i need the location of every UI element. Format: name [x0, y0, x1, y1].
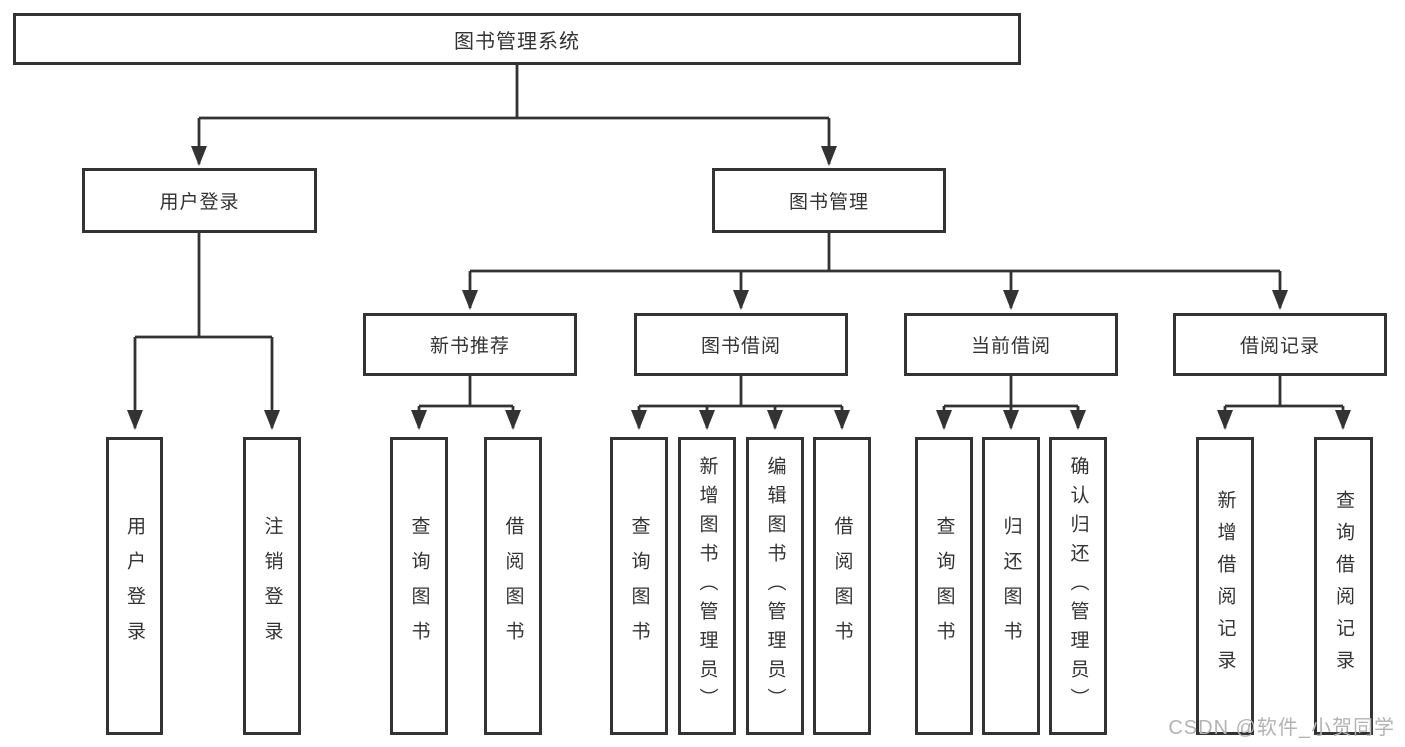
leaf-rec-query-books: 查询图书 [390, 437, 448, 735]
leaf-cb-return-books: 归还图书 [982, 437, 1040, 735]
leaf-cb-confirm-return: 确认归还（管理员） [1049, 437, 1107, 735]
leaf-cb-return-books-label: 归还图书 [1000, 516, 1022, 656]
node-borrow-records: 借阅记录 [1173, 313, 1387, 376]
leaf-cb-confirm-return-label: 确认归还（管理员） [1067, 455, 1089, 717]
leaf-logout: 注销登录 [243, 437, 301, 735]
leaf-user-login-label: 用户登录 [124, 516, 145, 656]
leaf-br-query-record: 查询借阅记录 [1314, 437, 1373, 735]
node-user-login: 用户登录 [82, 168, 317, 233]
node-root: 图书管理系统 [13, 13, 1021, 65]
node-book-borrow-label: 图书借阅 [700, 336, 781, 357]
leaf-br-add-record-label: 新增借阅记录 [1214, 490, 1236, 682]
leaf-user-login: 用户登录 [106, 437, 163, 735]
leaf-bb-add-books: 新增图书（管理员） [678, 437, 736, 735]
leaf-bb-query-books-label: 查询图书 [628, 516, 650, 656]
leaf-bb-add-books-label: 新增图书（管理员） [696, 455, 718, 717]
node-book-borrow: 图书借阅 [634, 313, 848, 376]
leaf-cb-query-books: 查询图书 [915, 437, 973, 735]
leaf-br-query-record-label: 查询借阅记录 [1333, 490, 1354, 682]
leaf-logout-label: 注销登录 [261, 516, 283, 656]
node-new-book-recommend-label: 新书推荐 [429, 336, 510, 357]
leaf-rec-borrow-books-label: 借阅图书 [502, 516, 524, 656]
node-current-borrow: 当前借阅 [904, 313, 1118, 376]
csdn-watermark: CSDN @软件_小贺同学 [1168, 717, 1395, 739]
node-user-login-label: 用户登录 [159, 192, 240, 213]
leaf-bb-edit-books: 编辑图书（管理员） [746, 437, 804, 735]
leaf-rec-borrow-books: 借阅图书 [484, 437, 542, 735]
leaf-bb-borrow-books-label: 借阅图书 [831, 516, 853, 656]
node-root-label: 图书管理系统 [454, 30, 580, 53]
node-current-borrow-label: 当前借阅 [970, 336, 1051, 357]
leaf-bb-edit-books-label: 编辑图书（管理员） [764, 455, 786, 717]
leaf-bb-query-books: 查询图书 [610, 437, 668, 735]
leaf-bb-borrow-books: 借阅图书 [813, 437, 871, 735]
leaf-br-add-record: 新增借阅记录 [1196, 437, 1254, 735]
node-book-management: 图书管理 [712, 168, 946, 233]
node-new-book-recommend: 新书推荐 [363, 313, 577, 376]
leaf-rec-query-books-label: 查询图书 [408, 516, 430, 656]
node-book-management-label: 图书管理 [788, 192, 869, 213]
leaf-cb-query-books-label: 查询图书 [933, 516, 955, 656]
node-borrow-records-label: 借阅记录 [1239, 336, 1320, 357]
